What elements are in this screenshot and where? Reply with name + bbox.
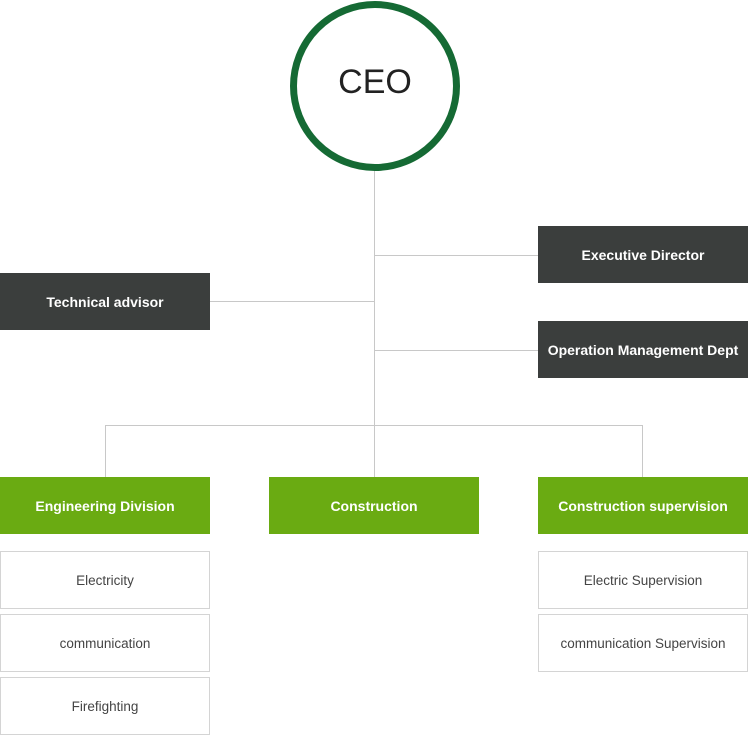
unit-communication-supervision: communication Supervision [538, 614, 748, 672]
connector-executive-director [374, 255, 538, 256]
engineering-division-node: Engineering Division [0, 477, 210, 534]
connector-engineering [105, 425, 106, 477]
construction-label: Construction [330, 497, 418, 514]
unit-electric-supervision: Electric Supervision [538, 551, 748, 609]
construction-supervision-node: Construction supervision [538, 477, 748, 534]
unit-communication: communication [0, 614, 210, 672]
connector-construction [374, 425, 375, 477]
connector-operation-management [374, 350, 538, 351]
executive-director-label: Executive Director [581, 246, 705, 263]
ceo-node: CEO [290, 1, 460, 171]
unit-label: communication Supervision [560, 635, 726, 651]
unit-label: Firefighting [71, 698, 139, 714]
unit-label: Electricity [76, 572, 134, 588]
unit-electricity: Electricity [0, 551, 210, 609]
connector-ceo-trunk [374, 169, 375, 426]
unit-label: Electric Supervision [583, 572, 703, 588]
construction-node: Construction [269, 477, 479, 534]
connector-technical-advisor [210, 301, 375, 302]
ceo-label: CEO [338, 62, 412, 101]
operation-management-label: Operation Management Dept [547, 341, 739, 358]
operation-management-node: Operation Management Dept [538, 321, 748, 378]
connector-supervision [642, 425, 643, 477]
technical-advisor-node: Technical advisor [0, 273, 210, 330]
technical-advisor-label: Technical advisor [46, 293, 164, 310]
executive-director-node: Executive Director [538, 226, 748, 283]
unit-firefighting: Firefighting [0, 677, 210, 735]
construction-supervision-label: Construction supervision [558, 497, 728, 514]
engineering-division-label: Engineering Division [35, 497, 175, 514]
unit-label: communication [59, 635, 151, 651]
